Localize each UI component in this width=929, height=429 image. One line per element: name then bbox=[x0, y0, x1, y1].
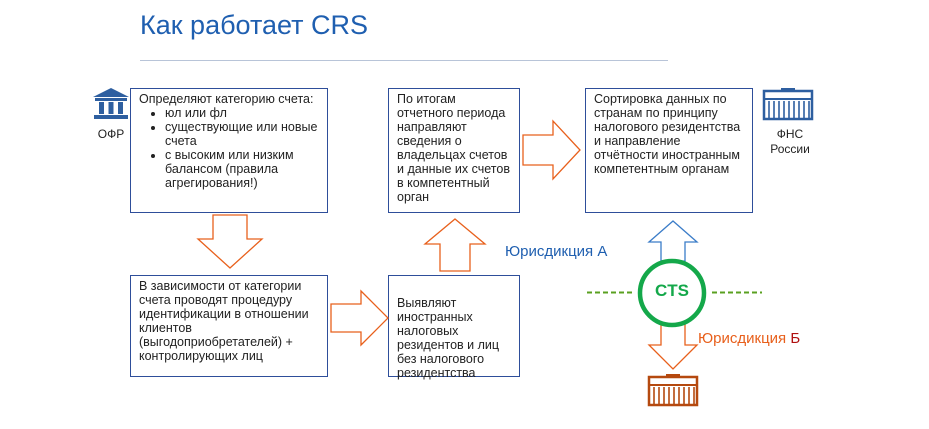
box-detect: Выявляют иностранных налоговых резиденто… bbox=[388, 275, 520, 380]
dashed-line bbox=[587, 291, 762, 294]
list-item: юл или фл bbox=[165, 106, 319, 120]
box-heading: Определяют категорию счета: bbox=[139, 92, 314, 106]
fns-label: ФНС России bbox=[770, 127, 810, 156]
arrow-down-orange-icon bbox=[647, 321, 699, 370]
bank-icon bbox=[93, 88, 129, 119]
list-item: существующие или новые счета bbox=[165, 120, 319, 148]
list-item: с высоким или низким балансом (правила а… bbox=[165, 148, 319, 190]
jurisdiction-b-letter: Б bbox=[790, 330, 801, 347]
arrow-right-icon bbox=[522, 119, 581, 181]
arrow-down-icon bbox=[196, 214, 264, 269]
box-report: По итогам отчетного периода направляют с… bbox=[388, 88, 520, 213]
box-categorize: Определяют категорию счета: юл или фл су… bbox=[130, 88, 328, 213]
arrow-up-icon bbox=[423, 218, 487, 272]
jurisdiction-b-label: Юрисдикция Б bbox=[698, 330, 800, 347]
jurisdiction-b-text: Юрисдикция bbox=[698, 330, 791, 347]
slide-title: Как работает CRS bbox=[140, 10, 369, 40]
box-identify: В зависимости от категории счета проводя… bbox=[130, 275, 328, 377]
title-divider bbox=[140, 60, 668, 61]
arrow-right-icon bbox=[330, 289, 389, 347]
jurisdiction-a-label: Юрисдикция А bbox=[505, 243, 608, 260]
foreign-authority-building-icon bbox=[647, 374, 699, 407]
arrow-up-blue-icon bbox=[647, 220, 699, 262]
ofr-label: ОФР bbox=[97, 127, 125, 141]
box-sort: Сортировка данных по странам по принципу… bbox=[585, 88, 753, 213]
fns-building-icon bbox=[762, 88, 814, 121]
cts-circle bbox=[637, 258, 707, 328]
cts-label: CTS bbox=[655, 281, 689, 300]
